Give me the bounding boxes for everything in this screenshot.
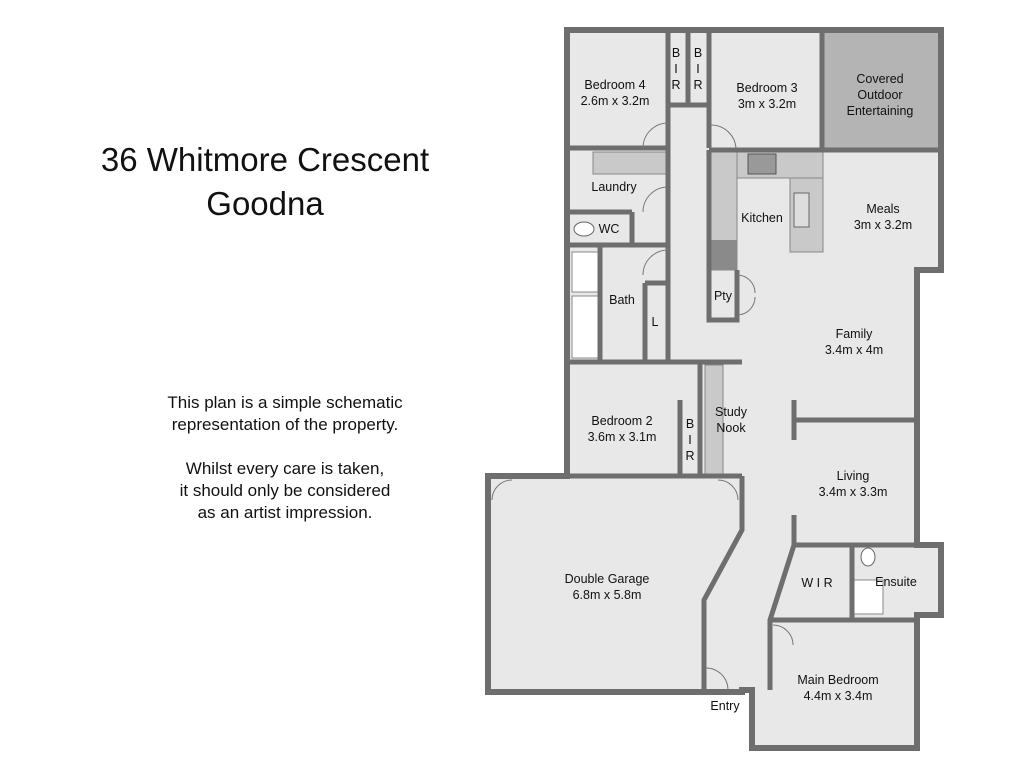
room-label-bedroom3: Bedroom 3 — [736, 81, 797, 95]
fridge-icon — [711, 240, 737, 270]
room-label-study: Nook — [716, 421, 746, 435]
bir-label: I — [674, 62, 677, 76]
bir-label: R — [671, 78, 680, 92]
bir-label: B — [672, 46, 680, 60]
address-suburb: Goodna — [206, 185, 324, 222]
room-label-family: Family — [836, 327, 874, 341]
bathtub-icon — [571, 295, 601, 359]
note-line: This plan is a simple schematic — [167, 393, 403, 412]
room-label-outdoor: Entertaining — [847, 104, 914, 118]
note-line: representation of the property. — [171, 415, 399, 434]
address-street: 36 Whitmore Crescent — [100, 141, 430, 178]
note-line: as an artist impression. — [197, 503, 373, 522]
room-label-bath: Bath — [609, 293, 635, 307]
cooktop-icon — [747, 153, 777, 175]
room-label-study: Study — [715, 405, 748, 419]
room-label-outdoor: Outdoor — [857, 88, 902, 102]
outdoor-area — [822, 30, 941, 148]
laundry-bench — [592, 151, 667, 175]
room-label-entry: Entry — [710, 699, 740, 713]
disclaimer-note: This plan is a simple schematic represen… — [130, 392, 440, 524]
toilet-icon — [860, 547, 876, 567]
door-swings — [491, 122, 794, 691]
room-label-bedroom2: Bedroom 2 — [591, 414, 652, 428]
room-label-pantry: Pty — [714, 289, 733, 303]
interior-walls — [567, 30, 941, 690]
bir-label: I — [688, 433, 691, 447]
room-size-bedroom3: 3m x 3.2m — [738, 97, 796, 111]
room-label-laundry: Laundry — [591, 180, 637, 194]
toilet-icon — [573, 221, 595, 237]
note-line: Whilst every care is taken, — [185, 459, 385, 478]
bir-label: R — [685, 449, 694, 463]
room-size-bedroom2: 3.6m x 3.1m — [588, 430, 657, 444]
room-size-family: 3.4m x 4m — [825, 343, 883, 357]
room-label-wc: WC — [599, 222, 620, 236]
room-size-main-bedroom: 4.4m x 3.4m — [804, 689, 873, 703]
room-label-wir: W I R — [801, 576, 832, 590]
bir-label: I — [696, 62, 699, 76]
room-size-bedroom4: 2.6m x 3.2m — [581, 94, 650, 108]
room-label-garage: Double Garage — [565, 572, 650, 586]
room-size-meals: 3m x 3.2m — [854, 218, 912, 232]
room-label-kitchen: Kitchen — [741, 211, 783, 225]
room-label-living: Living — [837, 469, 870, 483]
outer-wall — [485, 27, 944, 751]
bir-label: B — [686, 417, 694, 431]
shower-icon — [571, 251, 601, 293]
note-line: it should only be considered — [179, 481, 391, 500]
study-desk — [704, 364, 724, 476]
room-label-main-bedroom: Main Bedroom — [797, 673, 878, 687]
room-label-outdoor: Covered — [856, 72, 903, 86]
room-label-ensuite: Ensuite — [875, 575, 917, 589]
room-size-garage: 6.8m x 5.8m — [573, 588, 642, 602]
bir-label: B — [694, 46, 702, 60]
shower-icon — [852, 579, 884, 615]
room-label-meals: Meals — [866, 202, 899, 216]
room-label-linen: L — [652, 315, 659, 329]
room-size-living: 3.4m x 3.3m — [819, 485, 888, 499]
sink-icon — [793, 192, 810, 228]
bir-label: R — [693, 78, 702, 92]
property-address: 36 Whitmore Crescent Goodna — [60, 138, 470, 226]
room-label-bedroom4: Bedroom 4 — [584, 78, 645, 92]
